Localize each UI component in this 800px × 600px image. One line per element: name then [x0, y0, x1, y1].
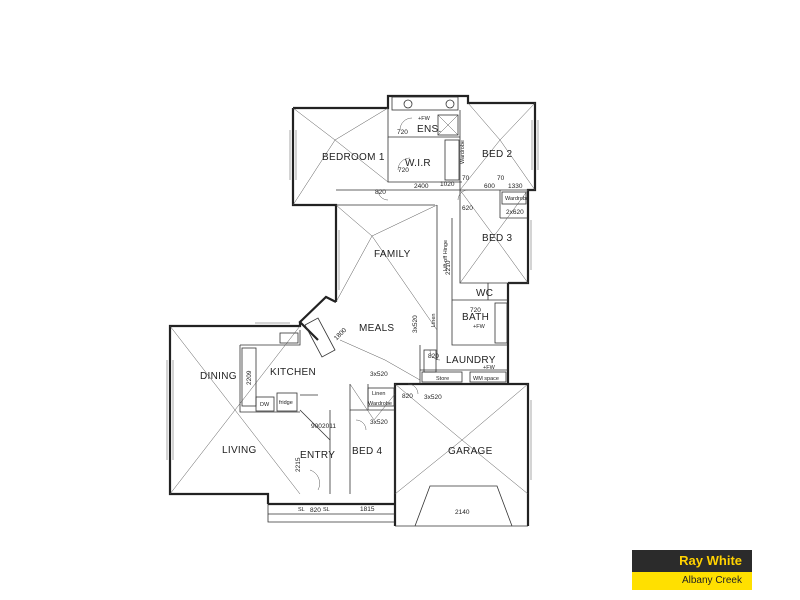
- dim-720-bath: 720: [470, 307, 481, 314]
- room-dining: DINING: [200, 371, 237, 382]
- dim-600: 600: [484, 183, 495, 190]
- room-garage: GARAGE: [448, 446, 493, 457]
- wm-space-label: WM space: [473, 376, 499, 382]
- dim-2215: 2215: [295, 457, 302, 472]
- dw-label: DW: [260, 402, 270, 408]
- room-ens: ENS.: [417, 124, 442, 135]
- dim-720-ens: 720: [397, 129, 408, 136]
- wardrobe-label-bed4: Wardrobe: [368, 401, 392, 407]
- brand-office: Albany Creek: [632, 572, 752, 590]
- dim-2140: 2140: [455, 509, 470, 516]
- fw-label-bath: +FW: [473, 324, 486, 330]
- room-family: FAMILY: [374, 249, 411, 260]
- dim-720-wir: 720: [398, 167, 409, 174]
- dim-820-garage: 820: [402, 393, 413, 400]
- sl-label-right: SL: [323, 507, 330, 513]
- fw-label-laundry: +FW: [483, 365, 496, 371]
- brand-name: Ray White: [632, 550, 752, 572]
- dim-820-bedroom1: 820: [375, 189, 386, 196]
- room-bed4: BED 4: [352, 446, 383, 457]
- roof-lines: [169, 102, 536, 495]
- room-bed3: BED 3: [482, 233, 513, 244]
- dim-1020: 1020: [440, 181, 455, 188]
- dim-70a: 70: [462, 175, 470, 182]
- dim-1800: 1800: [333, 327, 348, 342]
- dim-70b: 70: [497, 175, 505, 182]
- dim-3x520-bed4-bottom: 3x520: [370, 419, 388, 426]
- dim-820-entry: 820: [310, 507, 321, 514]
- interior-walls: [239, 108, 535, 494]
- door-swings: [309, 117, 469, 491]
- room-entry: ENTRY: [300, 450, 335, 461]
- room-wir: W.I.R: [405, 158, 431, 169]
- wardrobe-label-bed2: Wardrobe: [460, 140, 466, 164]
- dim-2209: 2209: [246, 370, 253, 385]
- dim-2011: 2011: [322, 423, 336, 430]
- dim-2400: 2400: [414, 183, 429, 190]
- dimension-labels: 2400 70 70 600 1330 2210 1800 3x520 3x52…: [246, 129, 524, 516]
- dim-820-laundry: 820: [428, 353, 439, 360]
- room-labels: BEDROOM 1 ENS. W.I.R BED 2 BED 3 FAMILY …: [200, 124, 513, 461]
- room-meals: MEALS: [359, 323, 394, 334]
- dim-3x520-wc: 3x520: [412, 315, 419, 333]
- linen-label-bath: Linen: [431, 314, 437, 327]
- windows: [166, 120, 539, 480]
- dim-3x520-laundry: 3x520: [424, 394, 442, 401]
- fixture-labels: +FW +FW +FW Wardrobe Wardrobe Wardrobe L…: [260, 116, 529, 513]
- dim-1330: 1330: [508, 183, 523, 190]
- store-label: Store: [436, 376, 449, 382]
- lift-off-hinge-label: Lift-off Hinge: [443, 240, 449, 271]
- fixtures: [241, 96, 527, 412]
- room-living: LIVING: [222, 445, 257, 456]
- fridge-label: fridge: [279, 400, 293, 406]
- room-bedroom1: BEDROOM 1: [322, 152, 385, 163]
- dim-3x520-bed4-top: 3x520: [370, 371, 388, 378]
- garage-door: [395, 485, 528, 527]
- room-wc: WC: [476, 288, 493, 299]
- ray-white-logo: Ray White Albany Creek: [632, 550, 752, 594]
- sl-label-left: SL: [298, 507, 305, 513]
- room-bed2: BED 2: [482, 149, 513, 160]
- linen-label-bed4: Linen: [372, 391, 385, 397]
- dim-1815: 1815: [360, 506, 375, 513]
- room-laundry: LAUNDRY: [446, 355, 496, 366]
- fw-label-ens: +FW: [418, 116, 431, 122]
- room-bath: BATH: [462, 312, 489, 323]
- dim-620: 620: [462, 205, 473, 212]
- room-kitchen: KITCHEN: [270, 367, 316, 378]
- dim-2210: 2210: [445, 260, 452, 275]
- wardrobe-label-bed3: Wardrobe: [505, 196, 529, 202]
- dim-900: 900: [311, 423, 322, 430]
- dim-2x620: 2x620: [506, 209, 524, 216]
